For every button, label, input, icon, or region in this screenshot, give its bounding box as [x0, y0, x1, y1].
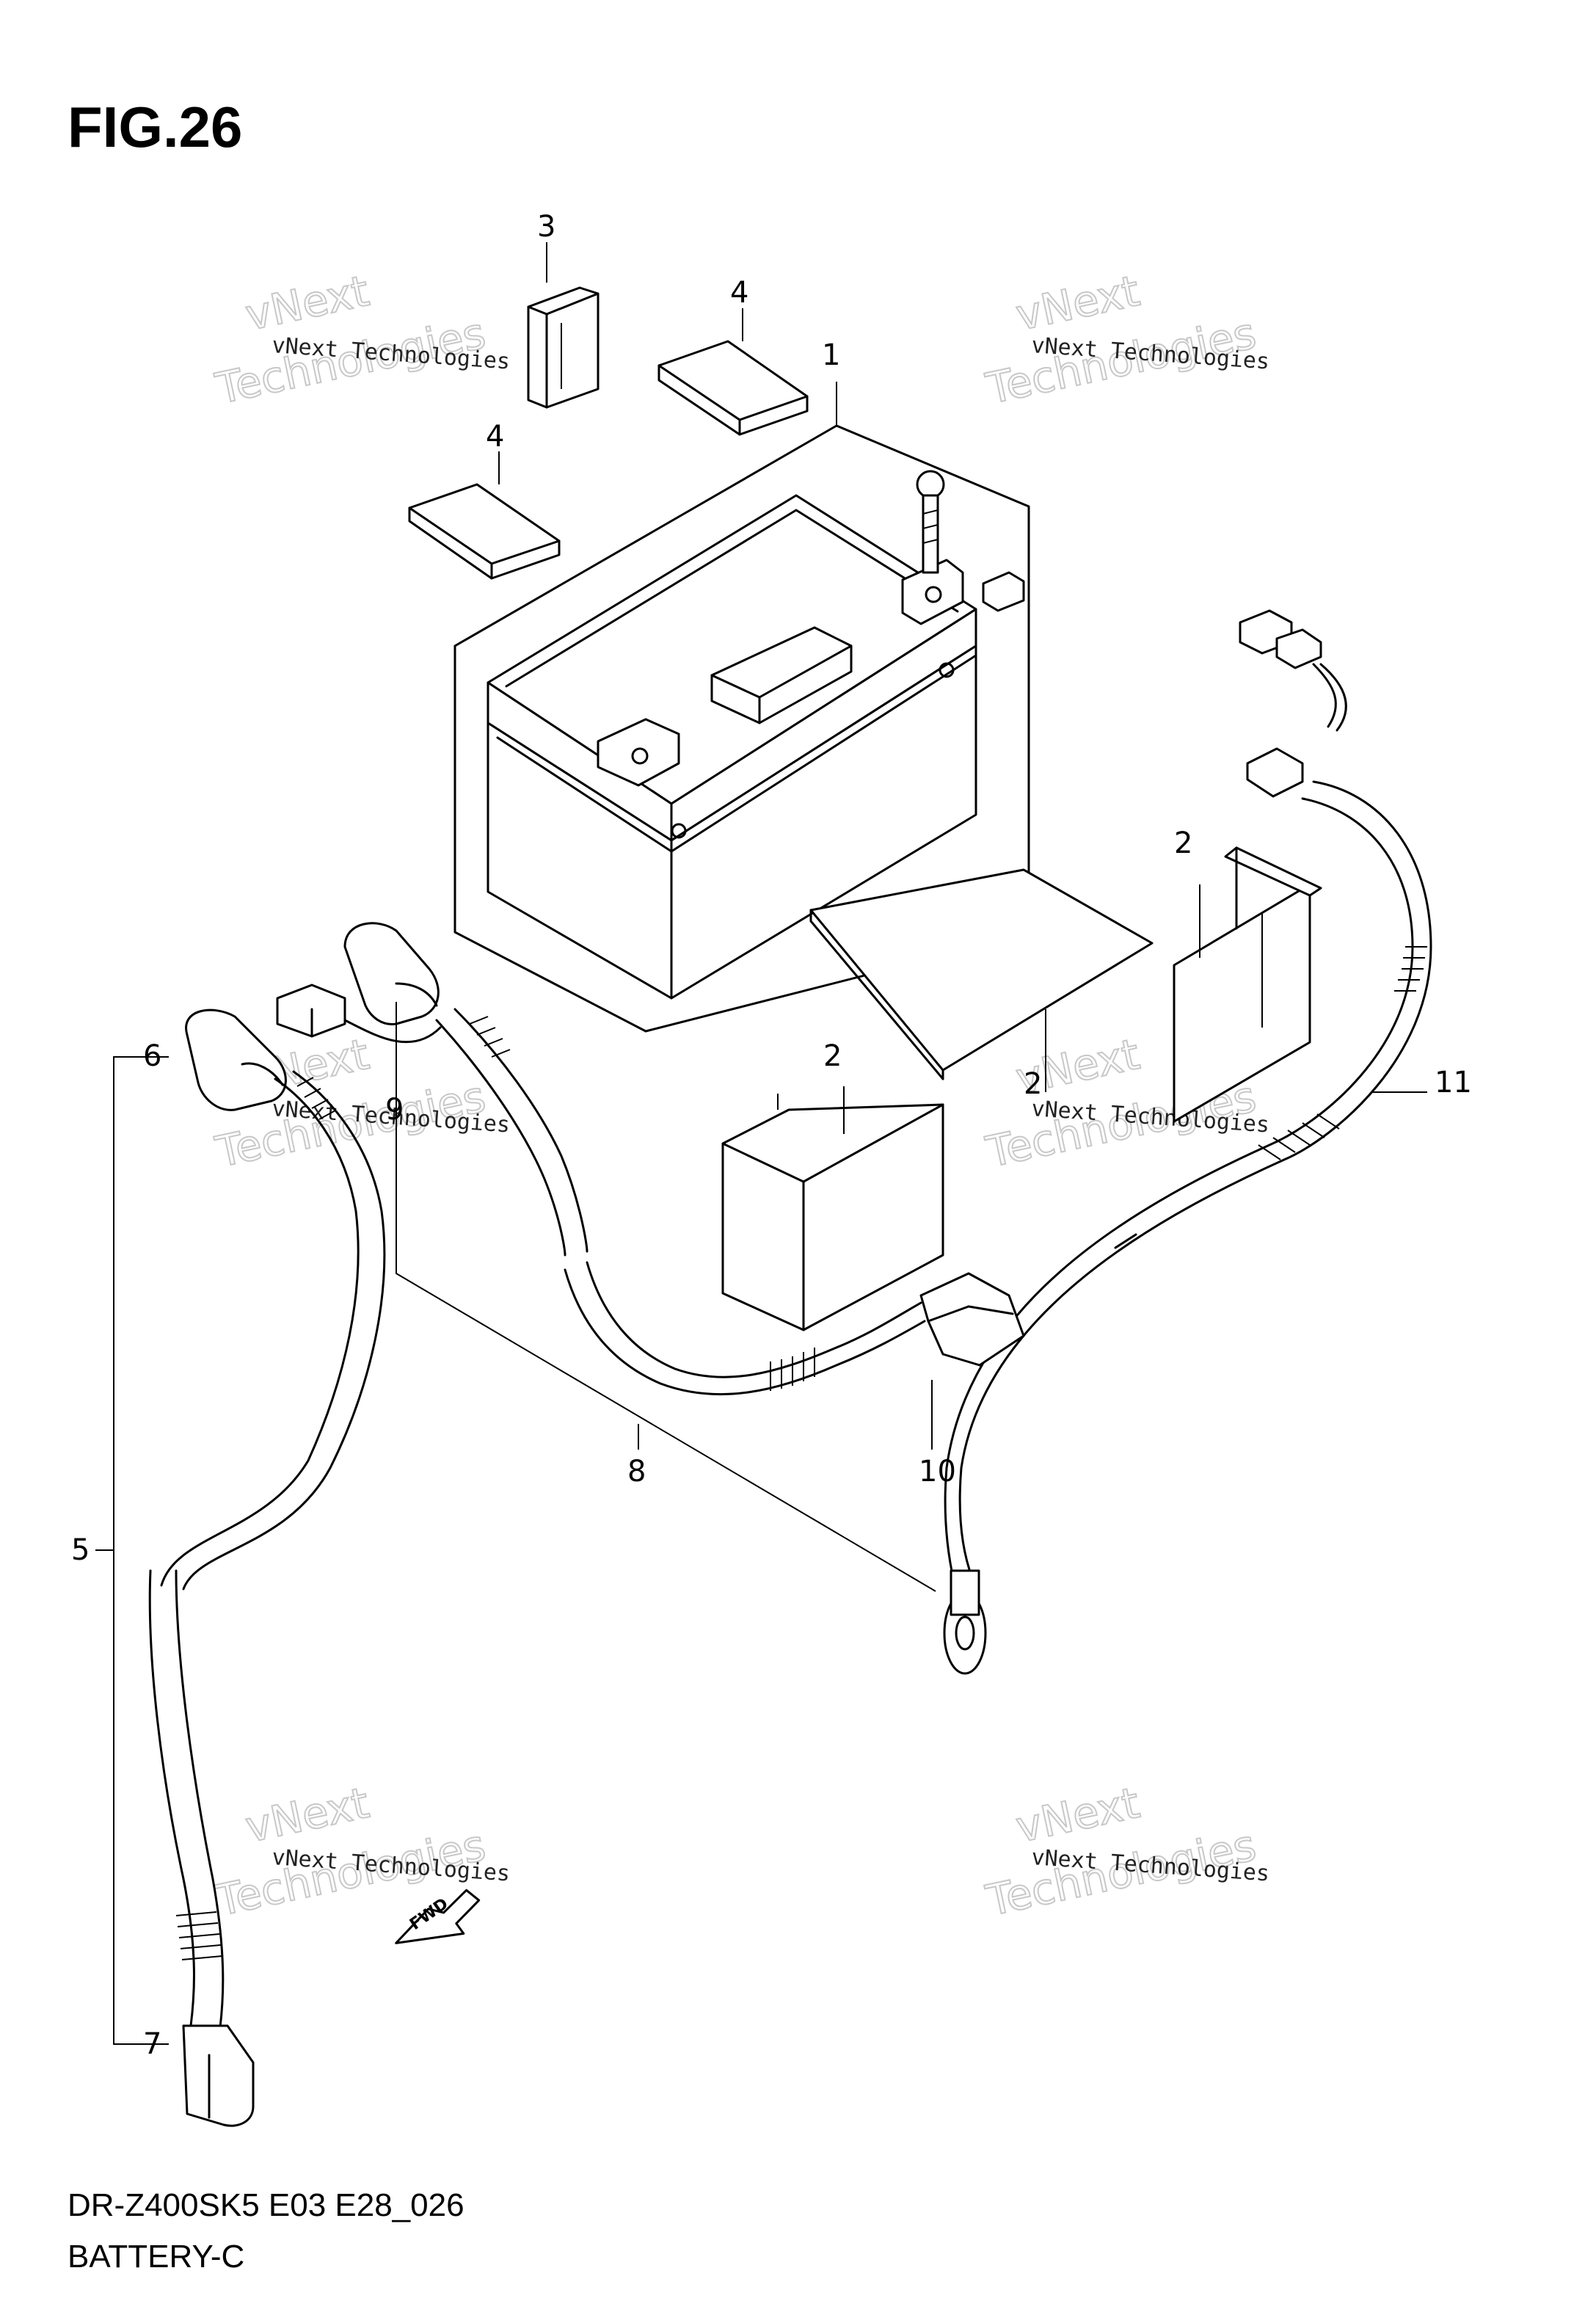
- watermark-top-right: vNext Technologies vNext Technologies: [981, 265, 1270, 415]
- callout-labels: 3 4 1 4 2 2 2 11 6 9 8 10 5 7: [71, 210, 1472, 2061]
- watermark-top-left: vNext Technologies vNext Technologies: [211, 265, 511, 415]
- svg-text:vNext: vNext: [241, 1778, 374, 1853]
- callout-10: 10: [919, 1455, 956, 1488]
- figure-title: FIG.26: [68, 95, 243, 159]
- callout-2-flat: 2: [1024, 1067, 1042, 1101]
- part-2-guard-right: [1173, 846, 1322, 1123]
- callout-7: 7: [143, 2027, 161, 2061]
- figure-caption: BATTERY-C: [68, 2239, 245, 2275]
- callout-5: 5: [71, 1533, 90, 1567]
- part-4-pad-upper: [657, 308, 809, 436]
- front-direction-arrow: FWD: [395, 1889, 481, 1944]
- leader-lines: [95, 1002, 936, 2045]
- part-1-battery-enclosure-outline: [453, 382, 1030, 1033]
- part-4-pad-lower: [408, 451, 561, 580]
- callout-3: 3: [537, 210, 555, 244]
- callout-11: 11: [1435, 1066, 1472, 1099]
- watermark-bottom-right: vNext Technologies vNext Technologies: [981, 1777, 1270, 1927]
- part-11-cable: [943, 609, 1432, 1675]
- callout-4-lower: 4: [486, 420, 504, 454]
- model-code: DR-Z400SK5 E03 E28_026: [68, 2187, 464, 2223]
- part-1-battery: [487, 470, 1025, 1000]
- part-5-cable: [148, 1008, 386, 2127]
- svg-text:vNext: vNext: [1012, 1778, 1144, 1853]
- part-2-flat-pad: [809, 868, 1154, 1092]
- svg-text:vNext: vNext: [241, 266, 374, 341]
- callout-4-upper: 4: [730, 276, 748, 310]
- callout-1: 1: [822, 338, 840, 372]
- part-3-block: [527, 242, 600, 409]
- svg-text:vNext: vNext: [1012, 266, 1144, 341]
- callout-6: 6: [143, 1039, 161, 1073]
- part-9-cable: [276, 922, 1025, 1450]
- part-2-guard-lower: [721, 1086, 944, 1331]
- callout-8: 8: [627, 1455, 646, 1488]
- callout-2-right: 2: [1174, 826, 1192, 860]
- callout-9: 9: [385, 1093, 404, 1127]
- callout-2-lower: 2: [823, 1039, 842, 1073]
